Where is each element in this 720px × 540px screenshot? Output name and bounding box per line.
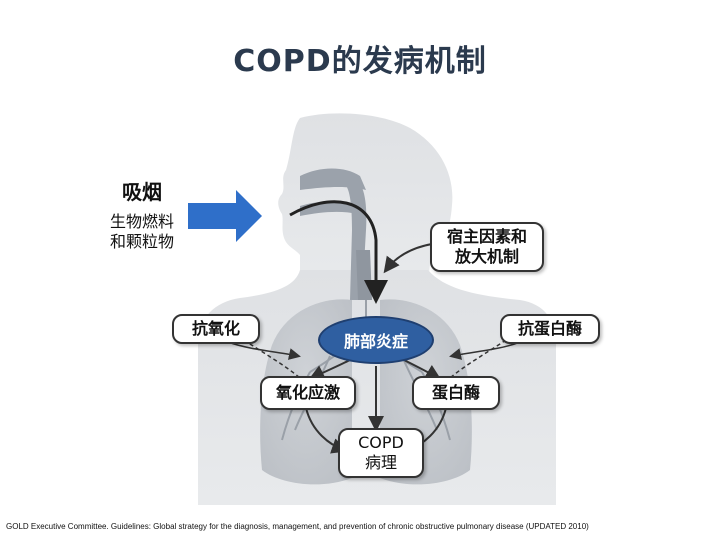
copd-line2: 病理 xyxy=(364,453,397,472)
host-factors-arrow xyxy=(383,243,433,274)
antiprotease-box: 抗蛋白酶 xyxy=(500,314,600,344)
biofuel-label: 生物燃料 xyxy=(110,212,175,231)
particles-label: 和颗粒物 xyxy=(110,232,175,251)
host-factors-box: 宿主因素和 放大机制 xyxy=(430,222,544,272)
lung-inflammation-oval: 肺部炎症 xyxy=(318,316,434,364)
citation: GOLD Executive Committee. Guidelines: Gl… xyxy=(6,522,589,531)
antioxidant-to-stress xyxy=(243,339,301,379)
smoking-label: 吸烟 xyxy=(122,180,162,204)
exposure-arrow xyxy=(188,190,262,242)
host-factors-line1: 宿主因素和 xyxy=(446,227,527,246)
inhalation-arrow xyxy=(289,200,388,304)
antiprotease-connector xyxy=(449,341,521,360)
host-factors-line2: 放大机制 xyxy=(454,247,519,266)
copd-pathology-box: COPD 病理 xyxy=(338,428,424,478)
page-title: COPD的发病机制 xyxy=(233,44,487,79)
copd-line1: COPD xyxy=(358,433,404,452)
oxidative-stress-box: 氧化应激 xyxy=(260,376,356,410)
antiprotease-to-protease xyxy=(449,339,507,379)
antioxidant-box: 抗氧化 xyxy=(172,314,260,344)
protease-box: 蛋白酶 xyxy=(412,376,500,410)
antioxidant-connector xyxy=(227,341,301,360)
